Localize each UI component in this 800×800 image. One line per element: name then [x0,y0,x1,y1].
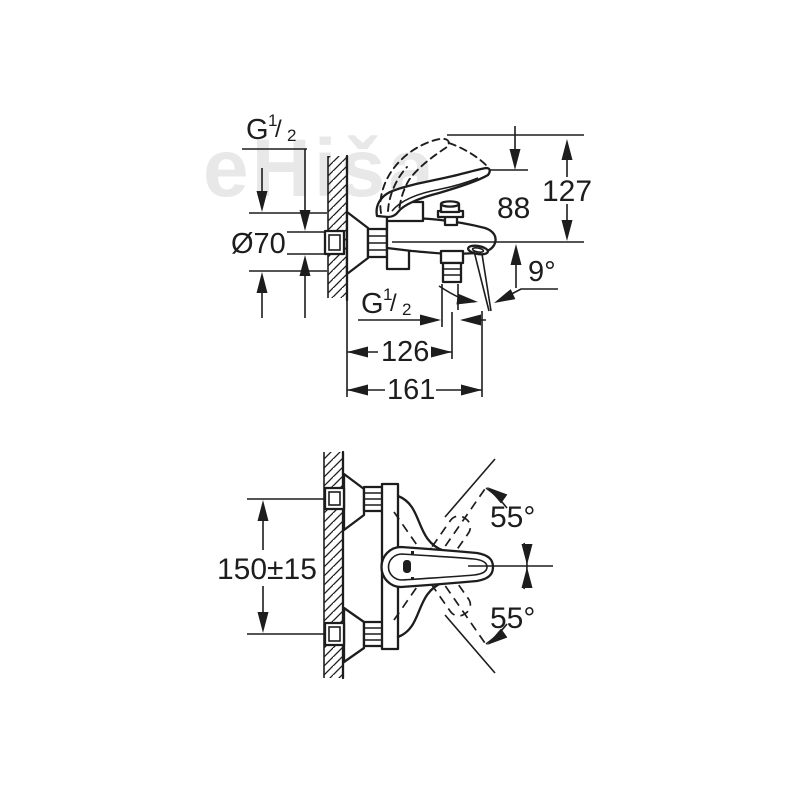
dim-wall-to-outlet: 126 [347,336,452,368]
lever-centre-mark [403,560,411,573]
upper-mount [323,472,385,532]
plan-view: 150±15 55° 55° [217,450,553,680]
wall-thread-denominator: 2 [287,126,296,145]
dim-spout-height: 88 [497,126,530,288]
wall-thread-numerator: 1 [268,111,277,130]
wall-thread-label: G [246,114,269,146]
spout-angle-label: 9° [528,256,556,288]
escutcheon [345,210,370,276]
dim-outlet-thread: G 1 / 2 [358,285,486,326]
lever-handle-raised-dashed [379,137,488,214]
side-view: G 1 / 2 Ø70 88 127 [231,111,592,406]
escutcheon-diameter-label: Ø70 [231,228,286,260]
centre-distance-label: 150±15 [217,553,317,586]
dim-swivel-lower: 55° [444,565,535,674]
lower-mount [323,606,385,664]
overall-height-label: 127 [542,175,592,208]
spout-height-label: 88 [497,192,530,225]
dim-spout-angle: 9° [438,256,558,308]
dim-projection: 161 [347,374,482,406]
shower-outlet [439,249,465,284]
wall-section [327,154,349,397]
s-union [323,210,389,276]
outlet-thread-label: G [361,288,384,320]
outlet-thread-denominator: 2 [402,300,411,319]
outlet-thread-numerator: 1 [383,285,392,304]
wall-to-outlet-label: 126 [381,336,429,368]
swivel-lower-label: 55° [490,602,535,635]
dim-swivel-upper: 55° [444,458,535,567]
projection-label: 161 [387,374,435,406]
aerator [466,244,490,256]
mixer-body-plan [380,482,553,651]
wall-thread-slash: / [275,116,282,143]
diverter-knob [436,200,465,227]
dim-overall-height: 127 [542,139,592,241]
lever-plan [380,545,495,589]
dim-wall-thread: G 1 / 2 [242,111,325,318]
swivel-upper-label: 55° [490,501,535,534]
dim-centre-distance: 150±15 [217,498,326,635]
outlet-thread-slash: / [390,290,397,317]
mixer-body [375,137,497,312]
dim-escutcheon-diameter: Ø70 [231,168,327,318]
